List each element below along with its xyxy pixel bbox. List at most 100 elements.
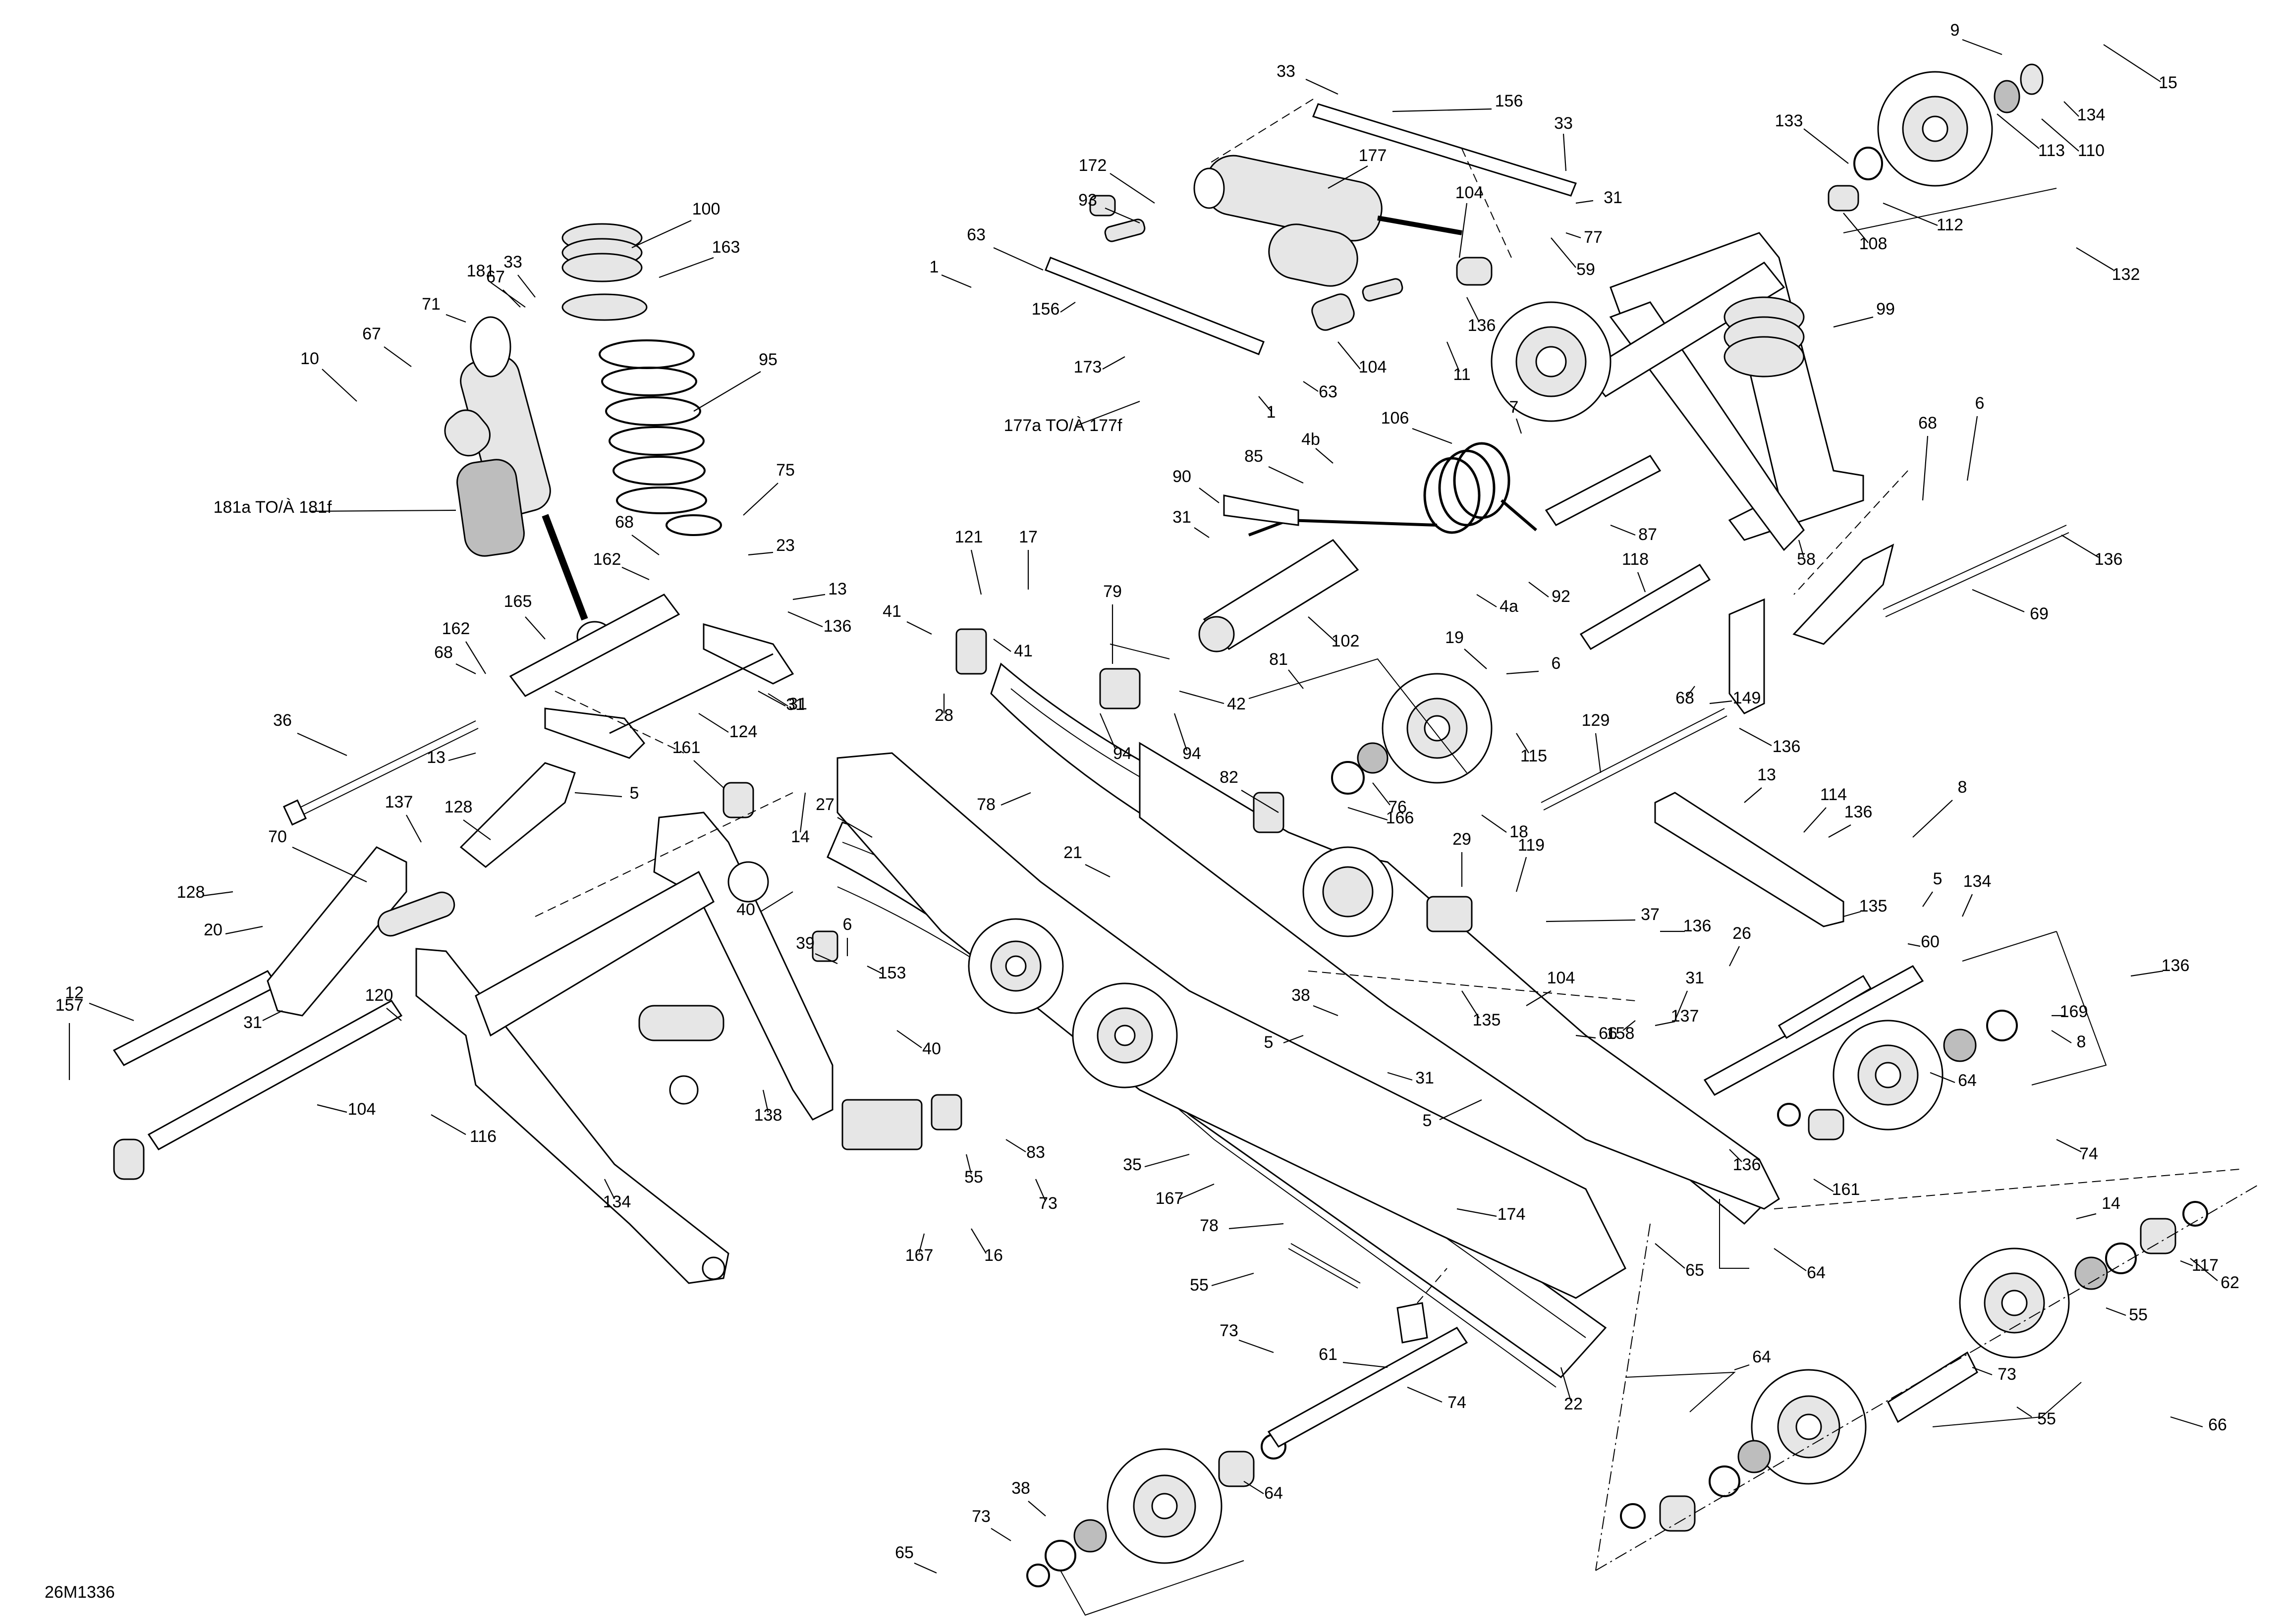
leader-line — [1446, 341, 1460, 372]
leader-line — [1481, 814, 1507, 833]
leader-line — [1412, 428, 1452, 444]
callout-label: 102 — [1332, 632, 1360, 650]
callout-label: 156 — [1032, 300, 1060, 319]
callout-label: 5 — [1423, 1111, 1432, 1130]
leader-line — [799, 792, 806, 833]
wheel-73-far-right — [1959, 1201, 2208, 1358]
leader-line — [1972, 589, 2025, 613]
leader-line — [1655, 1243, 1685, 1269]
drawing-id: 26M1336 — [45, 1583, 115, 1602]
shaft-129 — [1541, 708, 1727, 811]
callout-label: 85 — [1244, 447, 1263, 466]
leader-line — [1734, 1364, 1750, 1371]
callout-label: 64 — [1958, 1071, 1977, 1090]
leader-line — [760, 891, 793, 912]
leader-line — [1622, 1020, 1636, 1031]
callout-label: 94 — [1182, 744, 1201, 763]
callout-label: 156 — [1495, 92, 1523, 110]
leader-line — [463, 819, 491, 840]
leader-line — [1313, 1005, 1338, 1017]
callout-label: 5 — [630, 784, 639, 803]
callout-label: 61 — [1319, 1345, 1337, 1364]
leader-line — [1085, 864, 1111, 877]
leader-line — [1833, 316, 1874, 328]
leader-line — [2041, 118, 2079, 152]
leader-line — [2130, 970, 2164, 977]
callout-label: 173 — [1074, 358, 1102, 377]
callout-label: 92 — [1552, 587, 1570, 606]
callout-label: 137 — [385, 793, 413, 812]
leader-line — [1407, 1386, 1443, 1403]
leader-line — [965, 1154, 972, 1175]
leader-line — [1283, 1034, 1304, 1044]
leader-line — [525, 616, 546, 640]
leader-line — [1211, 1272, 1254, 1287]
callout-label: 95 — [759, 350, 778, 369]
callout-label: 104 — [348, 1100, 376, 1119]
callout-label: 27 — [816, 795, 834, 814]
callout-label: 31 — [786, 695, 805, 714]
callout-label: 135 — [1473, 1011, 1501, 1029]
arm-128a — [267, 846, 407, 1017]
callout-label: 55 — [2129, 1305, 2148, 1324]
leader-line — [297, 732, 347, 757]
callout-label: 29 — [1452, 830, 1471, 849]
callout-label: 68 — [434, 643, 453, 662]
callout-label: 35 — [1123, 1155, 1142, 1174]
block-117 — [1396, 1302, 1428, 1344]
leader-line — [1843, 911, 1861, 918]
tube-118 — [1579, 563, 1711, 650]
callout-label: 1 — [930, 258, 939, 276]
callout-label: 8 — [2077, 1032, 2086, 1051]
callout-label: 13 — [427, 748, 445, 767]
callout-label: 68 — [615, 513, 634, 532]
callout-label: 63 — [1319, 382, 1337, 401]
callout-label: 60 — [1921, 932, 1940, 951]
callout-label: 8 — [1958, 778, 1967, 797]
leader-line — [386, 1008, 402, 1021]
leader-line — [322, 369, 357, 402]
leader-line — [1476, 594, 1497, 607]
leader-line — [1243, 1481, 1264, 1494]
callout-label: 138 — [754, 1106, 782, 1125]
leader-line — [1347, 807, 1388, 821]
leader-line — [1238, 1339, 1274, 1353]
leader-line — [2076, 1213, 2097, 1220]
plate-114 — [1654, 792, 1844, 927]
leader-line — [604, 1179, 615, 1199]
leader-line — [1515, 857, 1527, 892]
callout-label: 22 — [1564, 1395, 1583, 1413]
leader-line — [1907, 943, 1921, 947]
leader-line — [2016, 1407, 2032, 1417]
leader-line — [1575, 200, 1594, 204]
callout-label: 157 — [56, 996, 84, 1015]
callout-label: 119 — [1518, 836, 1545, 855]
callout-label: 37 — [1641, 905, 1660, 924]
callout-label: 108 — [1859, 234, 1888, 253]
callout-label: 167 — [905, 1246, 934, 1265]
wheel-112 — [1828, 63, 2044, 212]
callout-label: 21 — [1063, 843, 1082, 862]
callout-label: 20 — [204, 920, 222, 939]
link-156-top — [1312, 103, 1577, 197]
leader-line — [1458, 203, 1468, 258]
leader-line — [448, 752, 476, 761]
callout-label: 112 — [1937, 216, 1963, 234]
leader-line — [1516, 733, 1529, 754]
leader-line — [1258, 396, 1272, 412]
callout-label: 66 — [1599, 1024, 1617, 1043]
callout-label: 133 — [1775, 111, 1803, 130]
leader-line — [1729, 1149, 1742, 1162]
leader-line — [1315, 448, 1334, 464]
leader-line — [748, 551, 774, 556]
callout-label: 15 — [2159, 73, 2177, 92]
leader-line — [2061, 535, 2099, 558]
callout-label: 100 — [692, 200, 721, 218]
callout-label: 67 — [362, 325, 381, 343]
callout-label: 7 — [1509, 398, 1519, 417]
leader-line — [1110, 173, 1155, 204]
callout-label: 17 — [1019, 528, 1038, 546]
callout-label: 161 — [672, 738, 701, 757]
leader-line — [502, 289, 521, 308]
leader-line — [1028, 1501, 1046, 1516]
